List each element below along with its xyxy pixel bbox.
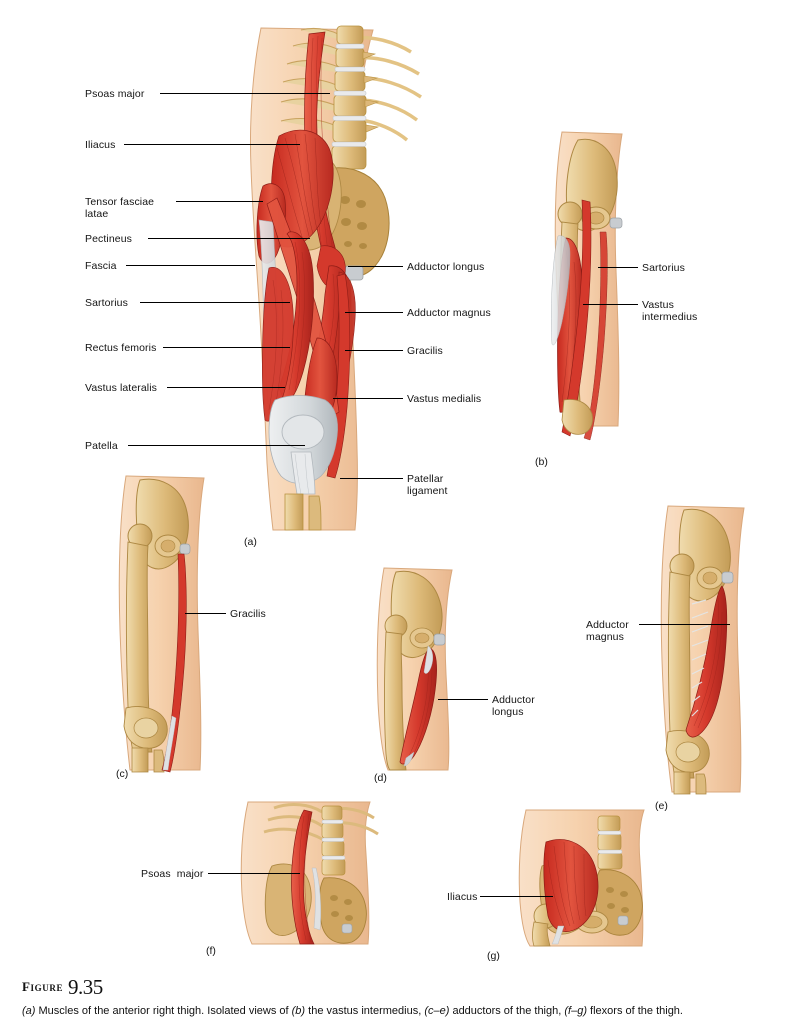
panel-id-f: (f): [206, 945, 216, 957]
label-psoas-major-f: Psoas major: [141, 868, 204, 880]
panel-id-d: (d): [374, 772, 387, 784]
caption-ref-ce: (c–e): [424, 1005, 450, 1017]
leader-rectus-femoris: [163, 347, 290, 348]
label-gracilis-a: Gracilis: [407, 345, 443, 357]
panel-d-artwork: [372, 562, 472, 776]
figure-word: Figure: [22, 979, 64, 994]
label-sartorius-a: Sartorius: [85, 297, 128, 309]
leader-adductor-longus-a: [348, 266, 403, 267]
panel-id-a: (a): [244, 536, 257, 548]
leader-adductor-magnus-a: [345, 312, 403, 313]
panel-e-artwork: [650, 500, 760, 800]
leader-iliacus-g: [480, 896, 553, 897]
figure-number-line: Figure 9.35: [22, 972, 782, 999]
figure-caption-block: Figure 9.35 (a) Muscles of the anterior r…: [22, 972, 782, 1019]
leader-vastus-medialis: [333, 398, 403, 399]
leader-tensor-fasciae-latae: [176, 201, 263, 202]
label-adductor-magnus-e: Adductor magnus: [586, 619, 629, 643]
leader-patellar-ligament: [340, 478, 403, 479]
panel-id-b: (b): [535, 456, 548, 468]
leader-adductor-longus-d: [438, 699, 488, 700]
label-patella: Patella: [85, 440, 118, 452]
leader-psoas-major-a: [160, 93, 330, 94]
leader-sartorius-b: [598, 267, 638, 268]
caption-seg-4: flexors of the thigh.: [586, 1005, 683, 1017]
label-vastus-medialis: Vastus medialis: [407, 393, 482, 405]
panel-g-artwork: [506, 806, 666, 948]
caption-ref-a: (a): [22, 1005, 36, 1017]
label-psoas-major-a: Psoas major: [85, 88, 145, 100]
panel-f-artwork: [228, 798, 398, 946]
leader-psoas-major-f: [208, 873, 300, 874]
label-adductor-longus-a: Adductor longus: [407, 261, 485, 273]
caption-ref-b: (b): [291, 1005, 306, 1017]
label-vastus-intermedius: Vastus intermedius: [642, 299, 698, 323]
label-pectineus: Pectineus: [85, 233, 133, 245]
leader-sartorius-a: [140, 302, 290, 303]
caption-seg-1: Muscles of the anterior right thigh. Iso…: [35, 1005, 292, 1017]
leader-gracilis-a: [345, 350, 403, 351]
leader-pectineus: [148, 238, 310, 239]
panel-id-e: (e): [655, 800, 668, 812]
figure-number: 9.35: [68, 975, 103, 999]
label-sartorius-b: Sartorius: [642, 262, 685, 274]
label-fascia: Fascia: [85, 260, 117, 272]
leader-gracilis-c: [185, 613, 226, 614]
label-tensor-fasciae-latae: Tensor fasciae latae: [85, 196, 155, 220]
label-iliacus-a: Iliacus: [85, 139, 116, 151]
label-patellar-ligament: Patellar ligament: [407, 473, 448, 497]
leader-fascia: [126, 265, 255, 266]
figure-caption-text: (a) Muscles of the anterior right thigh.…: [22, 1004, 782, 1019]
caption-ref-fg: (f–g): [564, 1005, 587, 1017]
leader-iliacus-a: [124, 144, 300, 145]
caption-seg-2: the vastus intermedius,: [305, 1005, 425, 1017]
label-iliacus-g: Iliacus: [447, 891, 478, 903]
caption-seg-3: adductors of the thigh,: [449, 1005, 565, 1017]
label-gracilis-c: Gracilis: [230, 608, 266, 620]
panel-a-artwork: [205, 8, 445, 538]
label-vastus-lateralis: Vastus lateralis: [85, 382, 158, 394]
leader-patella: [128, 445, 305, 446]
panel-b-artwork: [538, 126, 648, 451]
label-adductor-magnus-a: Adductor magnus: [407, 307, 491, 319]
label-rectus-femoris: Rectus femoris: [85, 342, 157, 354]
panel-id-g: (g): [487, 950, 500, 962]
panel-c-artwork: [112, 470, 222, 782]
leader-vastus-intermedius: [583, 304, 638, 305]
leader-adductor-magnus-e: [639, 624, 730, 625]
label-adductor-longus-d: Adductor longus: [492, 694, 535, 718]
panel-id-c: (c): [116, 768, 129, 780]
leader-vastus-lateralis: [167, 387, 285, 388]
